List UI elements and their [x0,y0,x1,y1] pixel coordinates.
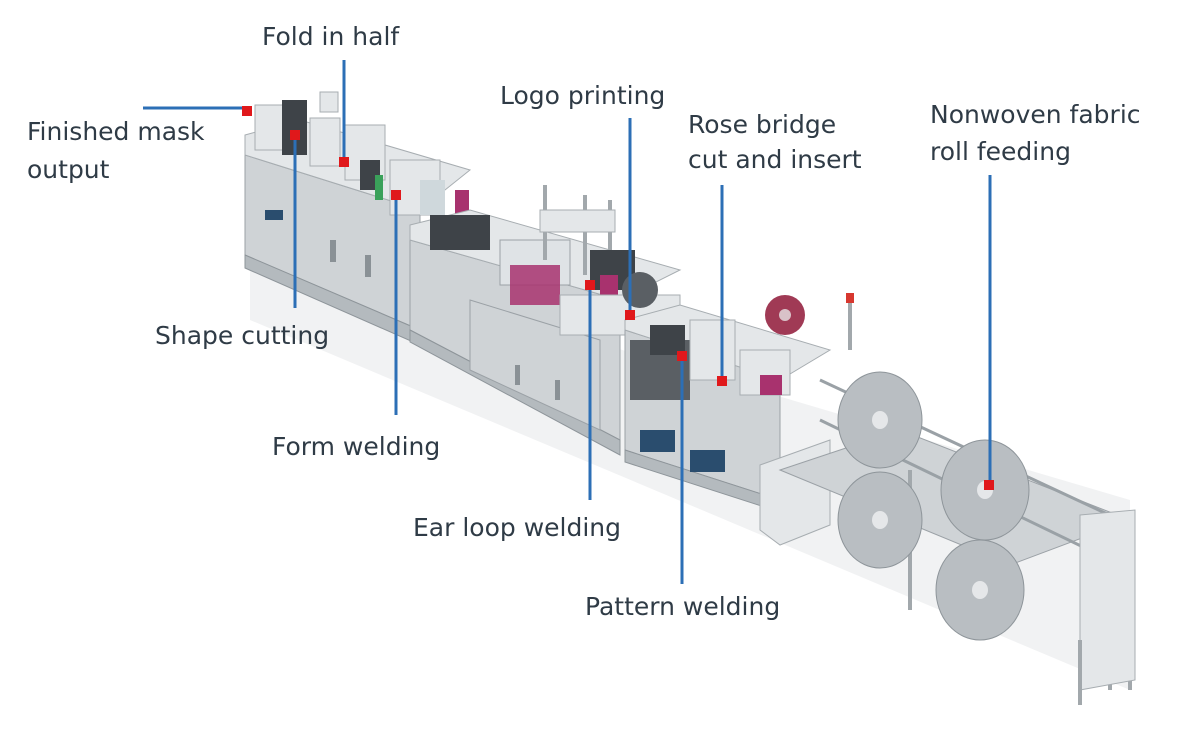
machine-section-ear-loop [409,185,682,456]
leader-finished-mask-output [143,106,252,116]
leader-logo-printing [625,118,635,320]
label-form-welding: Form welding [272,432,440,461]
label-shape-cutting: Shape cutting [155,321,329,350]
production-line-machine [244,91,1136,705]
leader-form-welding [391,190,401,415]
label-fold-in-half: Fold in half [262,22,400,51]
leader-ear-loop-welding [585,280,595,500]
machine-section-welding [624,293,854,513]
machine-section-roll-feeding [759,371,1136,705]
leader-pattern-welding [677,351,687,584]
machine-section-folding [244,91,472,346]
label-nonwoven-feeding: Nonwoven fabric roll feeding [930,100,1148,166]
leader-nonwoven-feeding [984,175,994,490]
fabric-roll [935,539,1025,641]
fabric-roll [837,471,923,569]
leader-shape-cutting [290,130,300,308]
label-rose-bridge: Rose bridge cut and insert [688,110,862,174]
fabric-roll [837,371,923,469]
label-ear-loop-welding: Ear loop welding [413,513,621,542]
leader-fold-in-half [339,60,349,167]
leader-rose-bridge [717,185,727,386]
label-pattern-welding: Pattern welding [585,592,780,621]
label-logo-printing: Logo printing [500,81,665,110]
label-finished-mask-output: Finished mask output [27,117,213,184]
